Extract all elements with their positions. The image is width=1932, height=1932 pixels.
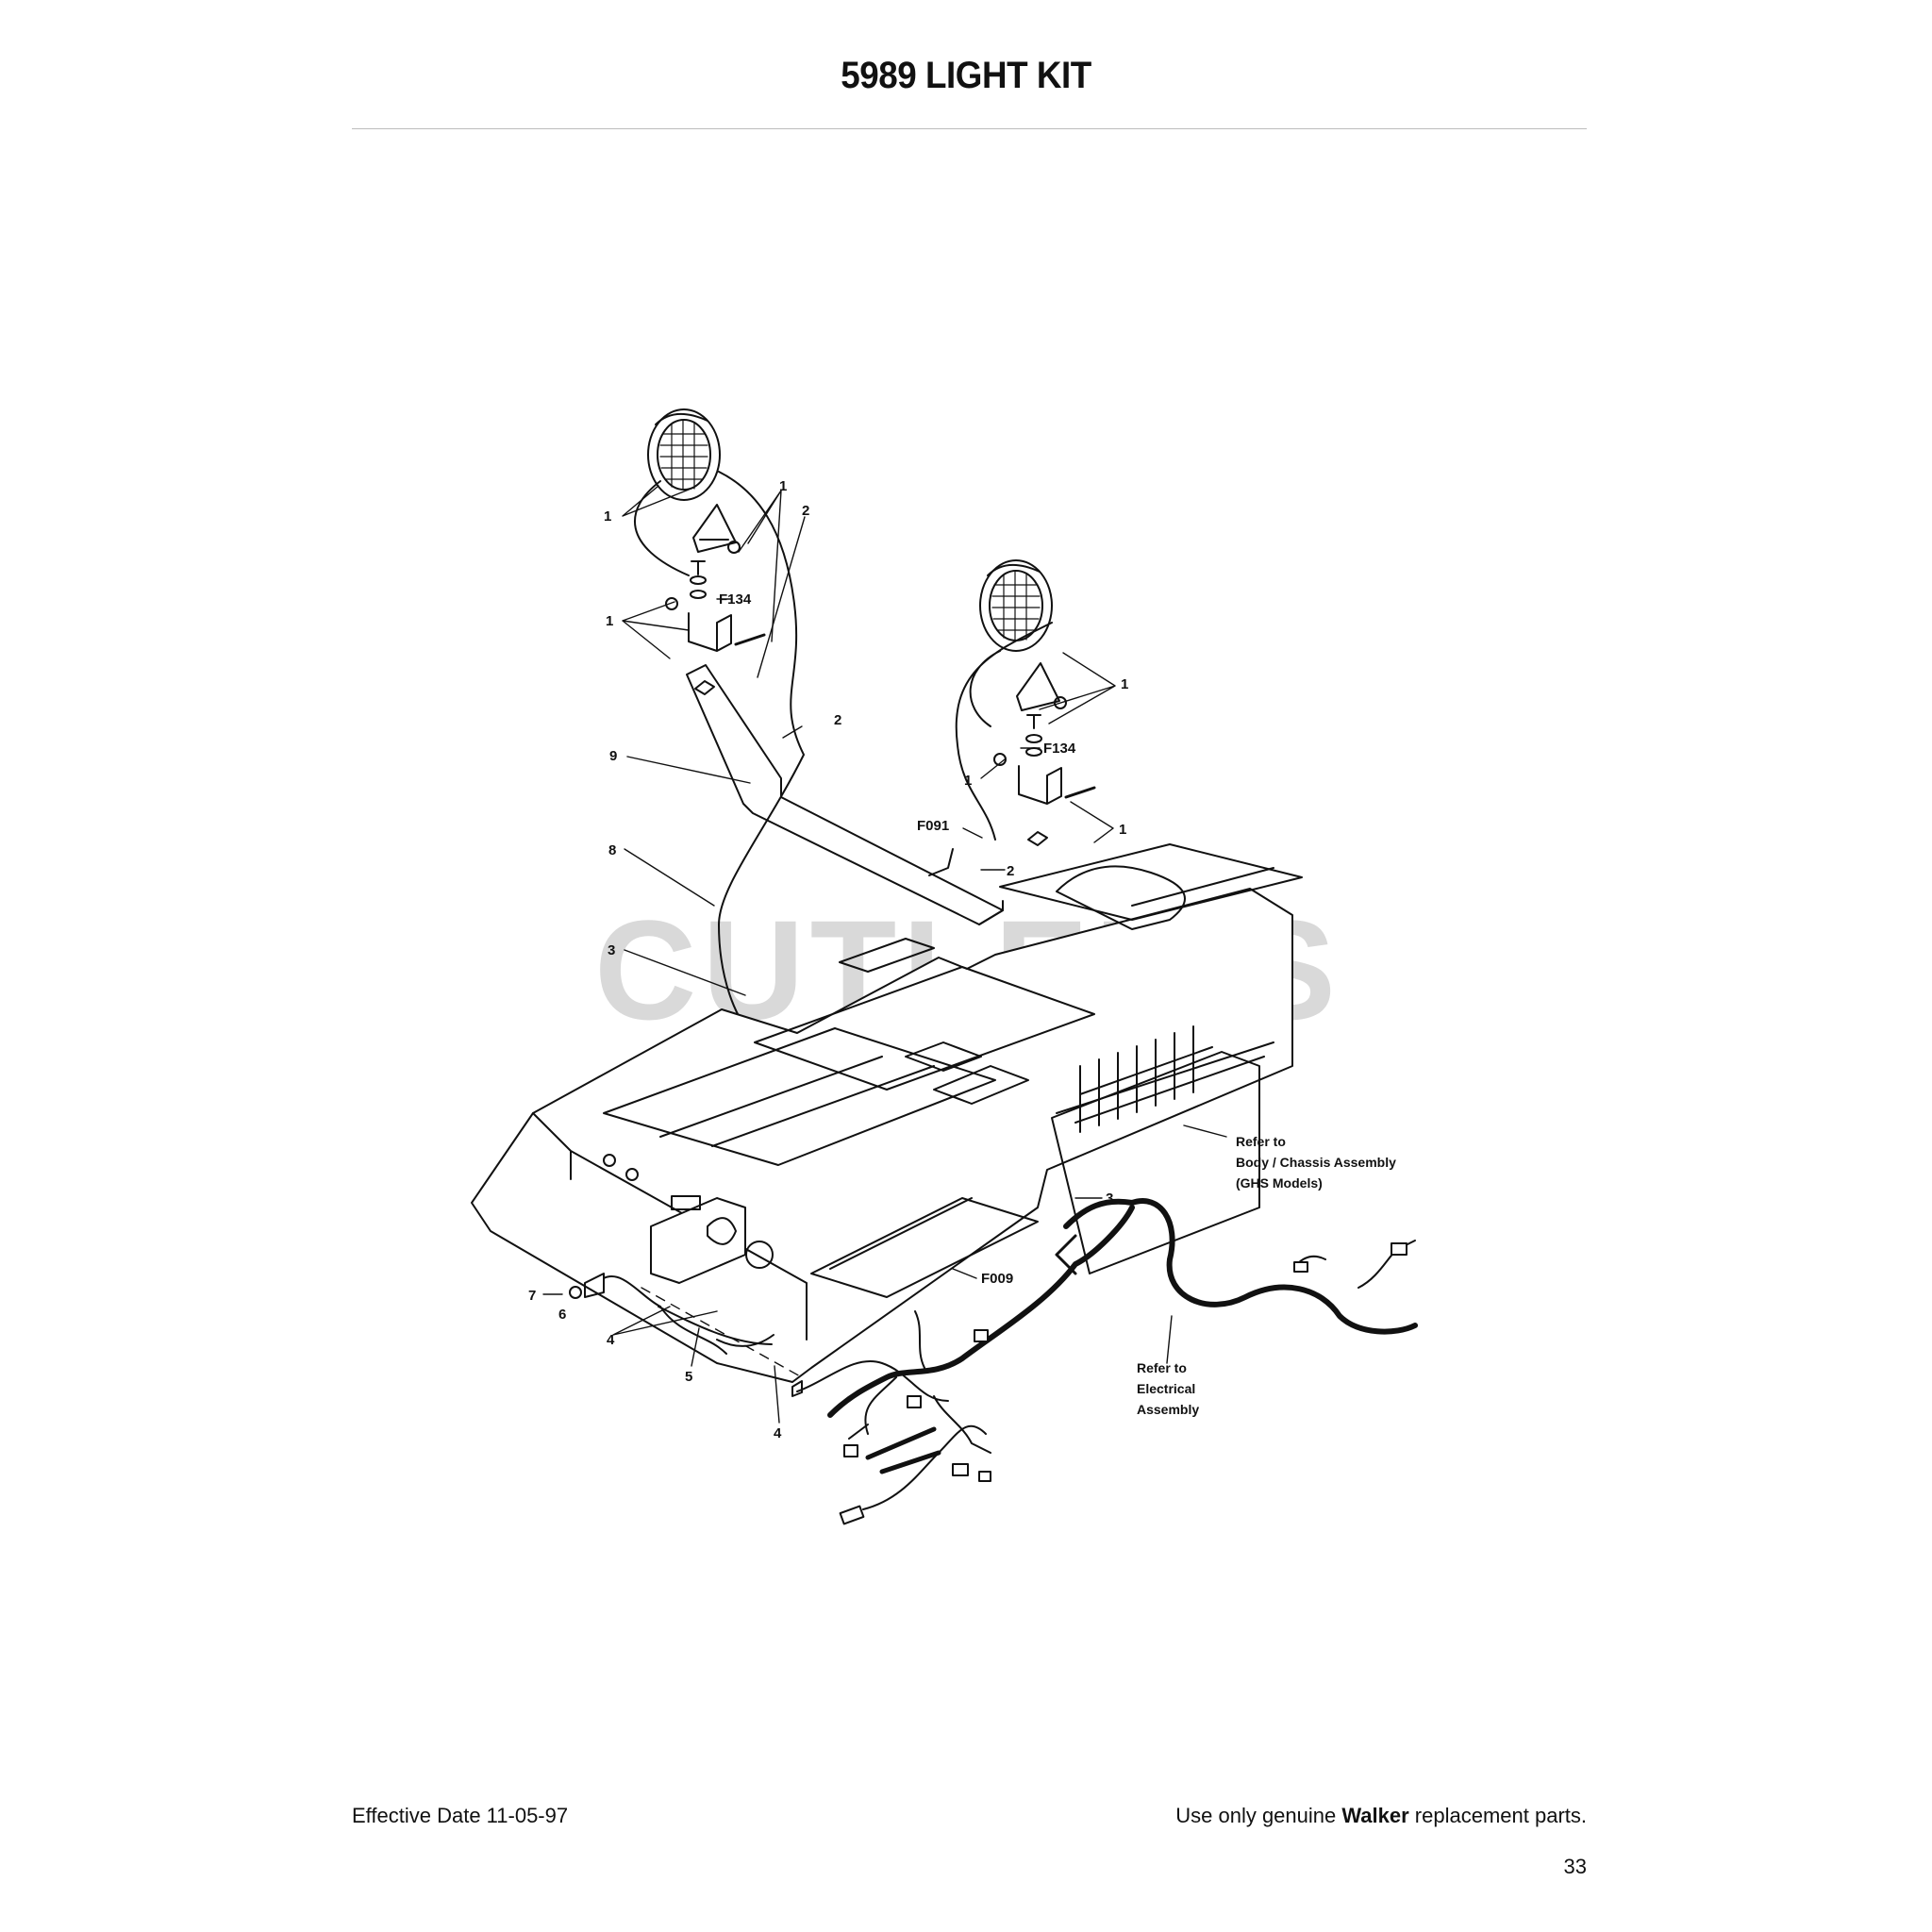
left-mount-bracket	[688, 612, 732, 652]
chassis-body	[471, 843, 1303, 1383]
refer-electrical-line3: Assembly	[1137, 1402, 1199, 1417]
callout-leaders	[542, 485, 1227, 1424]
page-number: 33	[1563, 1855, 1587, 1878]
callout-2b: 2	[834, 712, 841, 728]
callout-3b: 3	[1106, 1191, 1113, 1207]
parts-note-suffix: replacement parts.	[1408, 1804, 1587, 1827]
wiring-harness	[827, 1198, 1418, 1418]
refer-electrical-line1: Refer to	[1137, 1360, 1187, 1375]
callout-4a: 4	[607, 1332, 615, 1348]
page-title: 5989 LIGHT KIT	[841, 55, 1091, 96]
right-light-bracket	[1016, 662, 1060, 711]
right-headlight	[979, 559, 1053, 652]
refer-electrical-line2: Electrical	[1137, 1381, 1195, 1396]
callout-f134a: F134	[719, 591, 752, 608]
callout-1f: 1	[1119, 822, 1126, 838]
refer-body-line3: (GHS Models)	[1236, 1175, 1323, 1191]
callout-f091: F091	[917, 818, 949, 834]
left-bolt	[691, 560, 706, 575]
callout-f009: F009	[981, 1271, 1013, 1287]
callout-5: 5	[685, 1369, 692, 1385]
callout-7: 7	[528, 1288, 536, 1304]
title-divider	[352, 128, 1587, 129]
callout-8: 8	[608, 842, 616, 858]
refer-body-line1: Refer to	[1236, 1134, 1286, 1149]
left-light-wire	[634, 471, 805, 1029]
callout-1b: 1	[779, 478, 787, 494]
parts-note-prefix: Use only genuine	[1175, 1804, 1342, 1827]
left-washer	[727, 541, 741, 554]
light-bar	[686, 664, 1004, 925]
callout-1e: 1	[964, 773, 972, 789]
callout-3a: 3	[608, 942, 615, 958]
callout-2a: 2	[802, 503, 809, 519]
callout-2c: 2	[1007, 863, 1014, 879]
callout-1d: 1	[1121, 676, 1128, 692]
parts-note: Use only genuine Walker replacement part…	[1175, 1804, 1587, 1828]
callout-f134b: F134	[1043, 741, 1076, 757]
callout-6: 6	[558, 1307, 566, 1323]
callout-1a: 1	[604, 508, 611, 525]
callout-1c: 1	[606, 613, 613, 629]
right-mount-bracket	[1018, 765, 1062, 805]
left-headlight	[647, 408, 721, 501]
effective-date: Effective Date 11-05-97	[352, 1804, 569, 1827]
callout-4b: 4	[774, 1425, 782, 1441]
right-light-wire	[955, 622, 1053, 841]
brand-name: Walker	[1341, 1804, 1409, 1827]
callout-9: 9	[609, 748, 617, 764]
refer-body-line2: Body / Chassis Assembly	[1236, 1155, 1396, 1170]
